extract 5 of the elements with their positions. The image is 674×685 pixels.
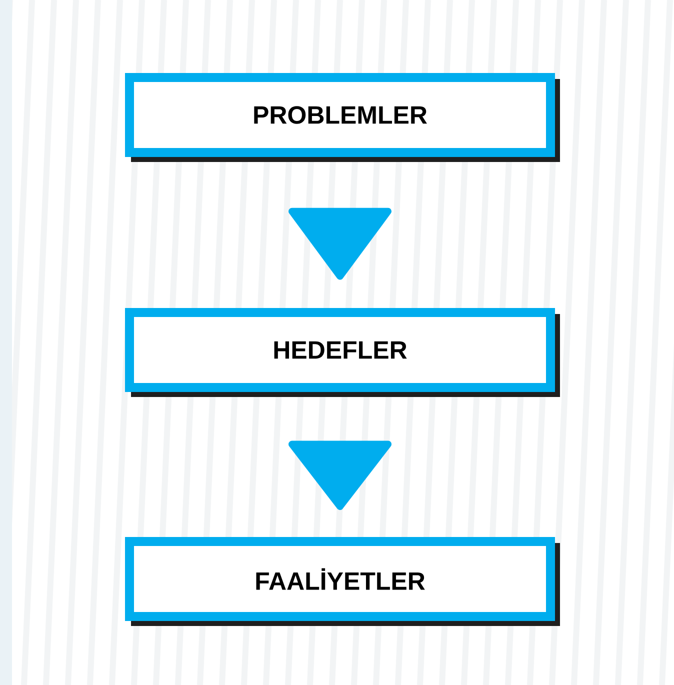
arrow: [288, 208, 392, 280]
process-box: HEDEFLER: [125, 308, 560, 397]
arrow: [288, 440, 392, 510]
process-box: PROBLEMLER: [125, 73, 560, 162]
process-box: FAALİYETLER: [125, 537, 560, 626]
